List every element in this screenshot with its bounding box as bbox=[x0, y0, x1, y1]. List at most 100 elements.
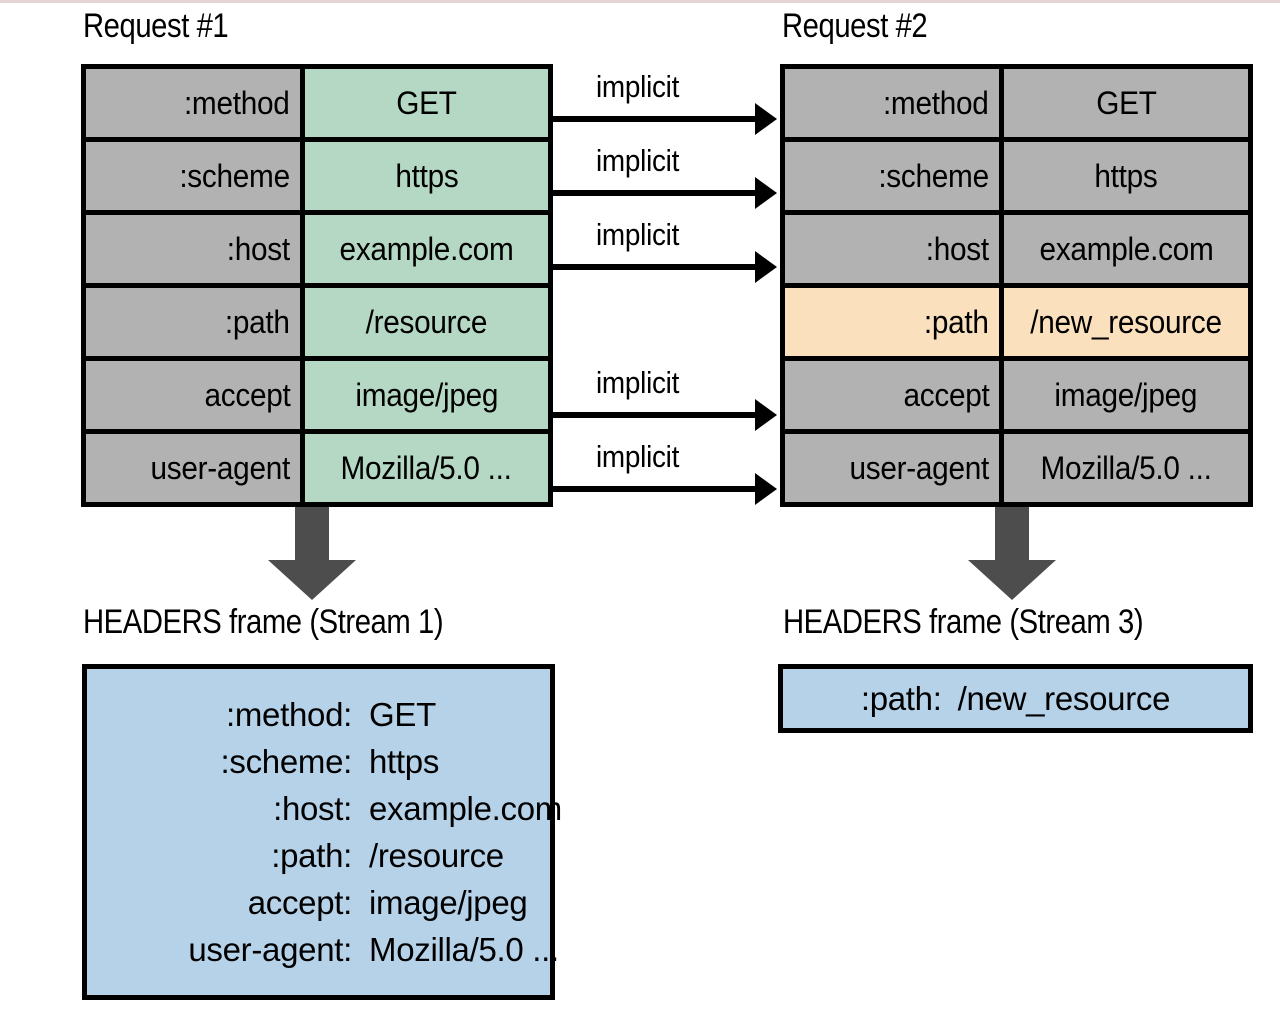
request-2-table: :method GET :scheme https :host example.com :p… bbox=[780, 64, 1253, 507]
frame-header-name: :path: bbox=[271, 837, 352, 874]
frame-1-title: HEADERS frame (Stream 1) bbox=[83, 603, 444, 641]
header-name: :scheme bbox=[878, 157, 989, 194]
implicit-arrow bbox=[553, 264, 757, 271]
request-2-key-cell: accept bbox=[785, 361, 1004, 429]
request-1-table: :method GET :scheme https :host example.com :p… bbox=[81, 64, 553, 507]
frame-1-line: :scheme: https bbox=[87, 738, 550, 785]
headers-frame-stream-3: :path: /new_resource bbox=[778, 664, 1253, 733]
frame-header-name: :scheme: bbox=[220, 743, 353, 780]
request-1-key-cell: :method bbox=[86, 69, 305, 137]
request-2-value-cell: Mozilla/5.0 ... bbox=[1004, 434, 1248, 502]
frame-1-line: accept: image/jpeg bbox=[87, 879, 550, 926]
implicit-arrow bbox=[553, 485, 757, 492]
implicit-label: implicit bbox=[596, 143, 680, 179]
request-2-key-cell: :host bbox=[785, 215, 1004, 283]
request-1-title: Request #1 bbox=[83, 7, 229, 45]
implicit-label: implicit bbox=[596, 69, 680, 105]
request-1-value-cell: https bbox=[305, 142, 548, 210]
header-name: :scheme bbox=[179, 157, 290, 194]
request-2-value-cell: https bbox=[1004, 142, 1248, 210]
frame-header-value: image/jpeg bbox=[369, 884, 528, 921]
request-1-key-cell: :path bbox=[86, 288, 305, 356]
header-name: accept bbox=[902, 376, 989, 413]
table-row: :method GET bbox=[785, 69, 1248, 142]
request-1-value-cell: image/jpeg bbox=[305, 361, 548, 429]
request-1-to-frame-arrow bbox=[268, 507, 356, 600]
frame-header-name: :method: bbox=[225, 696, 352, 733]
header-value: https bbox=[1094, 157, 1158, 194]
implicit-arrow bbox=[553, 116, 757, 123]
frame-header-value: /new_resource bbox=[957, 680, 1171, 717]
frame-1-line: user-agent: Mozilla/5.0 ... bbox=[87, 926, 559, 973]
request-1-value-cell: /resource bbox=[305, 288, 548, 356]
implicit-label: implicit bbox=[596, 217, 680, 253]
request-2-key-cell: user-agent bbox=[785, 434, 1004, 502]
implicit-label: implicit bbox=[596, 438, 680, 474]
header-name: :path bbox=[924, 303, 989, 340]
header-name: :host bbox=[925, 230, 989, 267]
implicit-arrow bbox=[553, 190, 757, 197]
frame-header-name: user-agent: bbox=[188, 931, 352, 968]
frame-2-line: :path: /new_resource bbox=[783, 682, 1248, 715]
frame-header-value: example.com bbox=[369, 790, 562, 827]
header-value: https bbox=[394, 157, 459, 194]
table-row: :path/resource bbox=[86, 288, 548, 361]
header-value: Mozilla/5.0 ... bbox=[1040, 449, 1212, 486]
request-2-key-cell: :scheme bbox=[785, 142, 1004, 210]
frame-1-line: :method: GET bbox=[87, 691, 550, 738]
request-1-key-cell: accept bbox=[86, 361, 305, 429]
request-2-key-cell: :method bbox=[785, 69, 1004, 137]
frame-header-name: :host: bbox=[273, 790, 352, 827]
header-name: user-agent bbox=[849, 449, 990, 486]
frame-header-value: https bbox=[369, 743, 440, 780]
header-name: :path bbox=[225, 303, 290, 340]
header-value: example.com bbox=[1039, 230, 1213, 267]
frame-1-line: :host: example.com bbox=[87, 785, 562, 832]
request-2-value-cell: example.com bbox=[1004, 215, 1248, 283]
frame-header-name: accept: bbox=[247, 884, 353, 921]
headers-frame-stream-1: :method: GET :scheme: https :host: example.co… bbox=[82, 664, 562, 1000]
request-1-key-cell: :scheme bbox=[86, 142, 305, 210]
frame-header-name: :path: bbox=[860, 680, 942, 717]
request-2-value-cell: image/jpeg bbox=[1004, 361, 1248, 429]
table-row: accept image/jpeg bbox=[785, 361, 1248, 434]
header-value: Mozilla/5.0 ... bbox=[340, 449, 513, 486]
request-2-to-frame-arrow bbox=[968, 507, 1056, 600]
table-row: user-agent Mozilla/5.0 ... bbox=[86, 434, 548, 502]
request-1-key-cell: user-agent bbox=[86, 434, 305, 502]
request-2-key-cell: :path bbox=[785, 288, 1004, 356]
request-1-value-cell: Mozilla/5.0 ... bbox=[305, 434, 548, 502]
header-value: /resource bbox=[365, 303, 488, 340]
implicit-label: implicit bbox=[596, 364, 680, 400]
frame-header-value: Mozilla/5.0 ... bbox=[369, 931, 559, 968]
header-name: accept bbox=[203, 376, 290, 413]
frame-2-title: HEADERS frame (Stream 3) bbox=[783, 603, 1144, 641]
header-name: :host bbox=[226, 230, 290, 267]
top-rule bbox=[0, 0, 1280, 3]
table-row: :scheme https bbox=[785, 142, 1248, 215]
request-1-key-cell: :host bbox=[86, 215, 305, 283]
header-value: image/jpeg bbox=[1054, 376, 1198, 413]
request-2-value-cell: GET bbox=[1004, 69, 1248, 137]
header-name: user-agent bbox=[150, 449, 291, 486]
table-row: :scheme https bbox=[86, 142, 548, 215]
request-1-value-cell: GET bbox=[305, 69, 548, 137]
table-row: :path/new_resource bbox=[785, 288, 1248, 361]
table-row: accept image/jpeg bbox=[86, 361, 548, 434]
request-1-value-cell: example.com bbox=[305, 215, 548, 283]
frame-header-value: /resource bbox=[369, 837, 504, 874]
request-2-value-cell: /new_resource bbox=[1004, 288, 1248, 356]
table-row: user-agent Mozilla/5.0 ... bbox=[785, 434, 1248, 502]
header-name: :method bbox=[184, 84, 290, 121]
header-name: :method bbox=[883, 84, 989, 121]
table-row: :host example.com bbox=[785, 215, 1248, 288]
header-value: GET bbox=[1095, 84, 1157, 121]
header-value: example.com bbox=[339, 230, 514, 267]
header-value: /new_resource bbox=[1030, 303, 1222, 340]
request-2-title: Request #2 bbox=[782, 7, 928, 45]
implicit-arrow bbox=[553, 411, 757, 418]
frame-1-line: :path: /resource bbox=[87, 832, 550, 879]
table-row: :method GET bbox=[86, 69, 548, 142]
frame-header-value: GET bbox=[369, 696, 436, 733]
header-value: GET bbox=[396, 84, 457, 121]
